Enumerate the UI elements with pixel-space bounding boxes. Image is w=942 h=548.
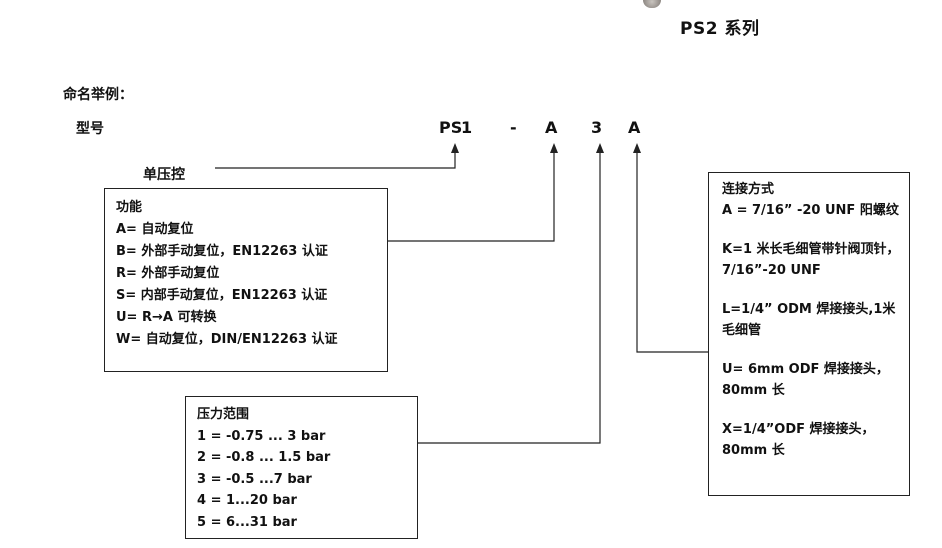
function-item-b: B= 外部手动复位，EN12263 认证	[116, 244, 328, 259]
arrowhead-connection	[633, 143, 641, 153]
single-control-label: 单压控	[143, 167, 185, 183]
pressure-item-2: 2 = -0.8 ... 1.5 bar	[197, 450, 331, 465]
function-item-u: U= R→A 可转换	[116, 310, 217, 325]
arrowhead-series	[451, 143, 459, 153]
connector-pressure	[418, 152, 601, 444]
connection-item-a: A = 7/16” -20 UNF 阳螺纹	[722, 203, 899, 218]
connector-function	[388, 152, 555, 242]
code-series-digit: 1	[461, 118, 473, 137]
connection-box-title: 连接方式	[722, 182, 775, 197]
logo-fragment	[643, 0, 661, 8]
pressure-range-box: 压力范围 1 = -0.75 ... 3 bar 2 = -0.8 ... 1.…	[185, 396, 418, 539]
arrowhead-pressure	[596, 143, 604, 153]
code-dash: -	[510, 118, 517, 137]
function-item-r: R= 外部手动复位	[116, 266, 220, 281]
connection-item-l: L=1/4” ODM 焊接接头,1米毛细管	[722, 302, 896, 338]
naming-example-heading: 命名举例：	[63, 87, 133, 103]
arrowhead-function	[550, 143, 558, 153]
function-box: 功能 A= 自动复位 B= 外部手动复位，EN12263 认证 R= 外部手动复…	[104, 188, 388, 372]
function-item-s: S= 内部手动复位，EN12263 认证	[116, 288, 328, 303]
model-label: 型号	[76, 121, 104, 137]
connector-connection	[636, 152, 708, 353]
pressure-item-3: 3 = -0.5 ...7 bar	[197, 471, 312, 487]
pressure-item-1: 1 = -0.75 ... 3 bar	[197, 428, 326, 444]
code-pressure-digit: 3	[591, 118, 603, 137]
connection-type-box: 连接方式 A = 7/16” -20 UNF 阳螺纹 K=1 米长毛细管带针阀顶…	[708, 172, 910, 496]
pressure-item-4: 4 = 1...20 bar	[197, 493, 297, 508]
function-box-title: 功能	[116, 200, 143, 215]
function-item-a: A= 自动复位	[116, 222, 194, 237]
code-function-letter: A	[545, 118, 558, 137]
connection-item-k: K=1 米长毛细管带针阀顶针，7/16”-20 UNF	[722, 242, 900, 278]
code-connection-letter: A	[628, 118, 641, 137]
connection-item-x: X=1/4”ODF 焊接接头，80mm 长	[722, 422, 875, 458]
function-item-w: W= 自动复位，DIN/EN12263 认证	[116, 332, 338, 347]
pressure-box-title: 压力范围	[197, 407, 250, 422]
connection-item-u: U= 6mm ODF 焊接接头，80mm 长	[722, 362, 889, 398]
connector-series	[215, 152, 456, 169]
code-prefix: PS	[439, 118, 463, 137]
page-title: PS2 系列	[680, 19, 760, 39]
pressure-item-5: 5 = 6...31 bar	[197, 514, 297, 530]
